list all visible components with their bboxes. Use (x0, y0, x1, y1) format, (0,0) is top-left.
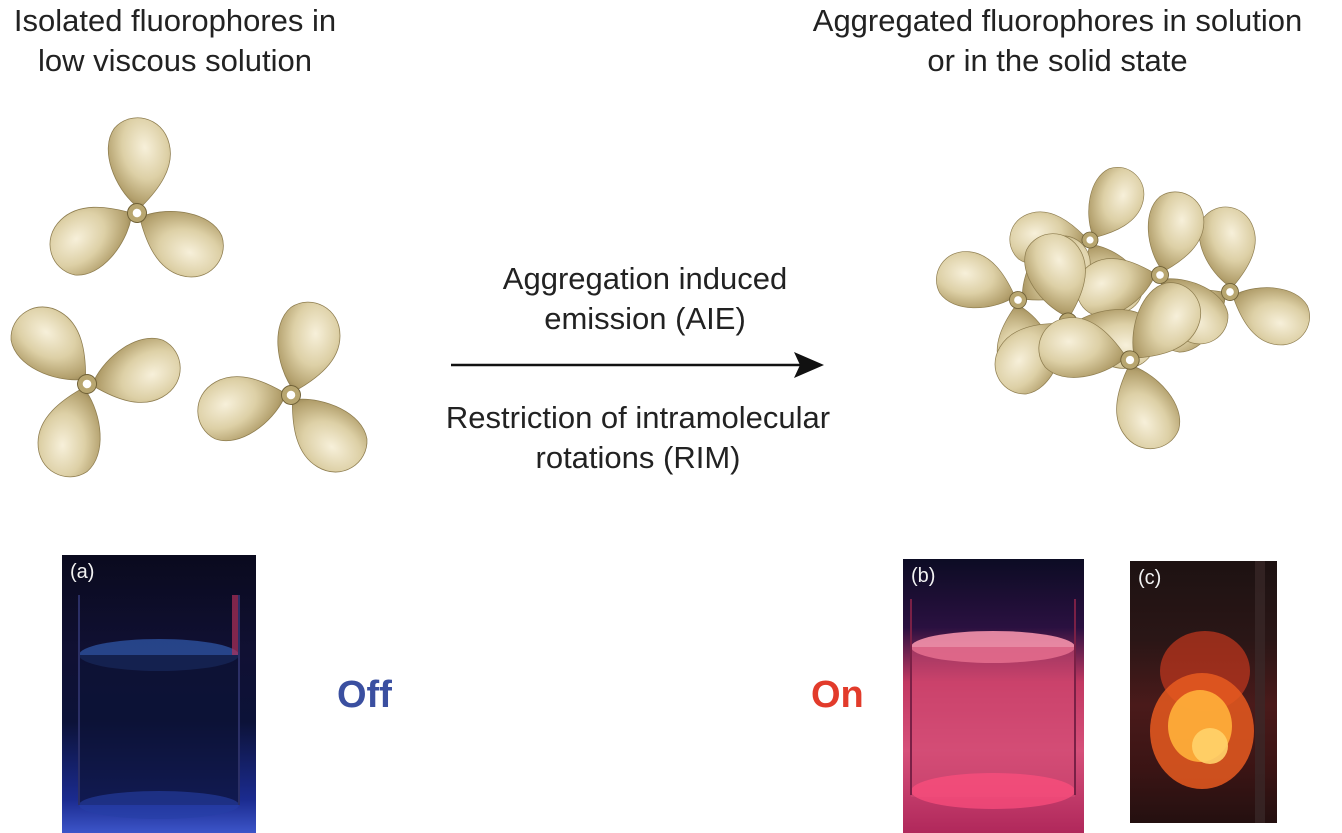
arrow-label-rim-line2: rotations (RIM) (535, 440, 741, 475)
arrow-label-aie-line1: Aggregation induced (502, 261, 788, 296)
solid-sample-icon (1150, 561, 1265, 823)
photo-b-solution: (b) (903, 559, 1084, 833)
propeller-icon (180, 291, 390, 489)
status-on-label: On (811, 674, 864, 716)
photo-c-solid: (c) (1130, 561, 1277, 823)
propeller-cluster (897, 135, 1329, 476)
beaker-icon (78, 595, 240, 819)
arrow-label-rim: Restriction of intramolecular rotations … (418, 398, 858, 478)
photo-b-label: (b) (911, 565, 936, 587)
arrow-label-aie: Aggregation induced emission (AIE) (445, 259, 845, 339)
left-caption-line2: low viscous solution (38, 43, 312, 78)
photo-a-solution: (a) (62, 555, 256, 833)
propeller-icon (0, 249, 212, 503)
right-caption-line2: or in the solid state (927, 43, 1188, 78)
right-arrow-icon (451, 352, 824, 378)
right-caption: Aggregated fluorophores in solution or i… (790, 1, 1325, 81)
right-caption-line1: Aggregated fluorophores in solution (812, 3, 1303, 38)
left-caption: Isolated fluorophores in low viscous sol… (0, 1, 350, 81)
arrow-label-aie-line2: emission (AIE) (544, 301, 746, 336)
arrow-label-rim-line1: Restriction of intramolecular (445, 400, 831, 435)
left-caption-line1: Isolated fluorophores in (13, 3, 337, 38)
status-off-label: Off (337, 674, 392, 716)
photo-c-label: (c) (1138, 567, 1162, 589)
propeller-icon (18, 104, 242, 316)
beaker-icon (910, 599, 1076, 809)
photo-a-label: (a) (70, 561, 95, 583)
